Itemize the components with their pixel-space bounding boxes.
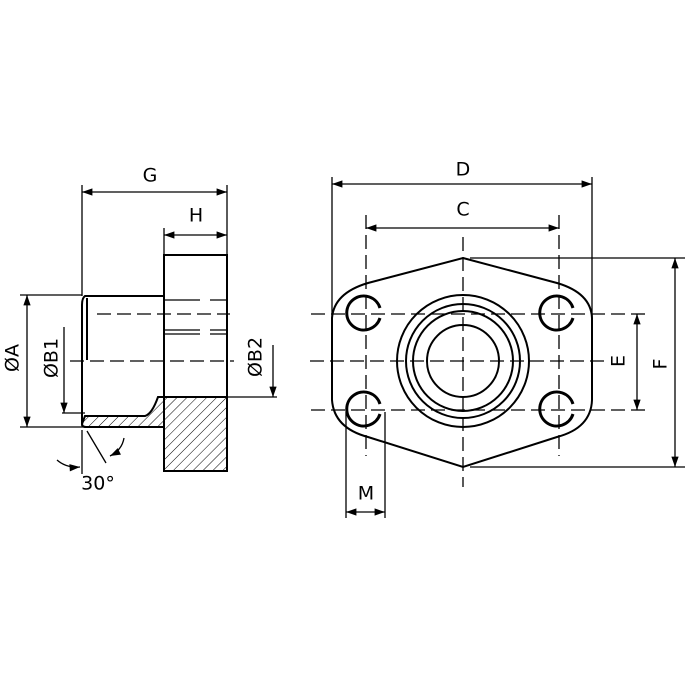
bolt-hole: [345, 294, 382, 332]
label-M: M: [358, 483, 374, 505]
front-view: D C E F M: [310, 159, 685, 518]
flange-outline: [331, 256, 593, 469]
label-D: D: [456, 159, 471, 181]
label-C: C: [456, 199, 469, 221]
label-F: F: [650, 359, 672, 370]
side-section-view: G H ØA ØB1 ØB2 30°: [2, 165, 277, 495]
bolt-hole: [538, 390, 575, 428]
bolt-hole: [345, 390, 382, 428]
label-diameter-A: ØA: [2, 344, 24, 372]
hatched-section: [80, 396, 228, 472]
label-angle: 30°: [81, 473, 115, 495]
label-diameter-B1: ØB1: [41, 338, 63, 378]
bolt-hole: [538, 294, 575, 332]
label-G: G: [143, 165, 158, 187]
label-diameter-B2: ØB2: [245, 337, 267, 377]
label-H: H: [189, 205, 203, 227]
label-E: E: [608, 355, 630, 367]
